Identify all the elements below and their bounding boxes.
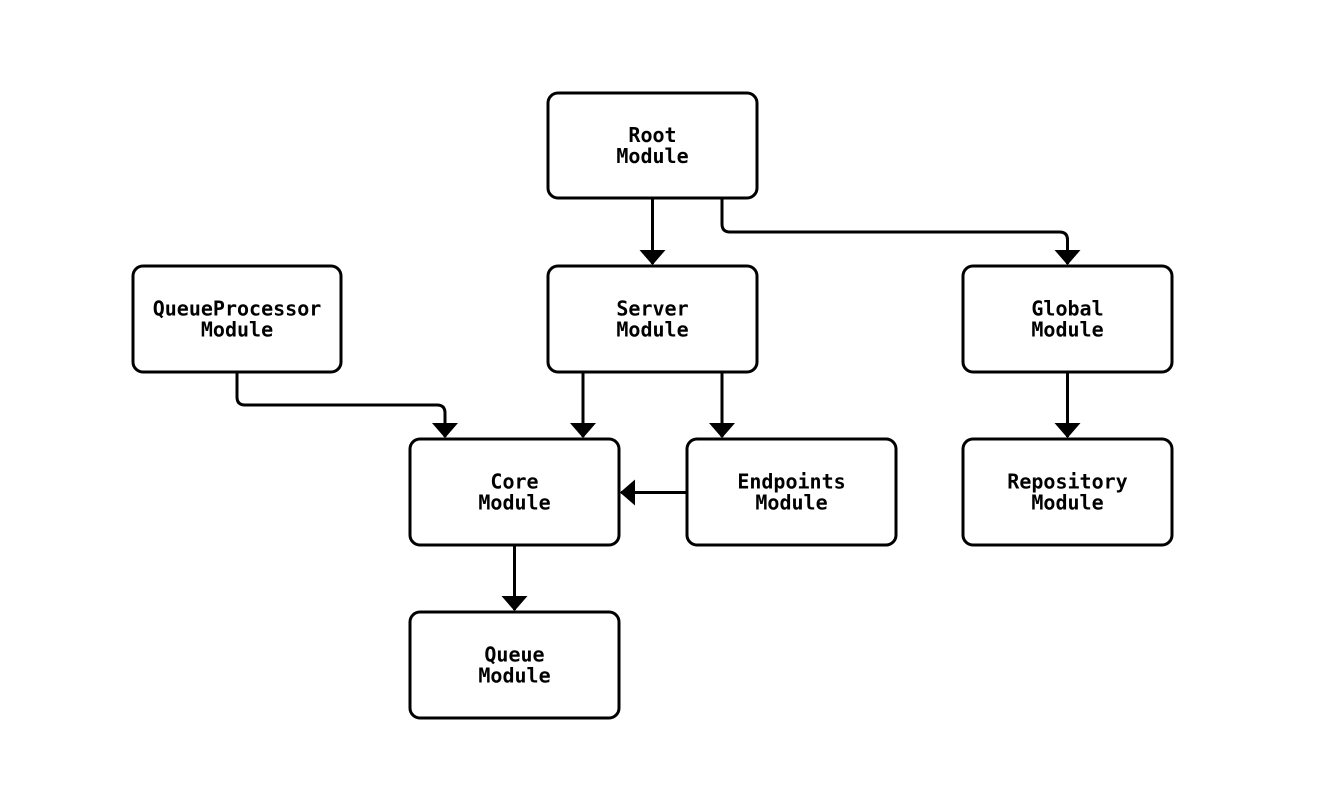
node-label: Module	[616, 144, 688, 168]
node-label: QueueProcessor	[153, 297, 322, 321]
node-label: Root	[628, 123, 676, 147]
node-label: Queue	[484, 643, 544, 667]
node-label: Module	[201, 318, 273, 342]
node-label: Global	[1031, 297, 1103, 321]
node-label: Module	[478, 664, 550, 688]
node-label: Module	[1031, 491, 1103, 515]
node-label: Core	[490, 470, 538, 494]
edge-root-to-global	[720, 198, 1081, 265]
node-label: Module	[755, 491, 827, 515]
node-label: Server	[616, 297, 688, 321]
node-label: Endpoints	[737, 470, 845, 494]
node-box	[961, 264, 1174, 374]
edge-queueprocessor-to-core	[235, 372, 458, 438]
node-box	[546, 91, 759, 200]
node-label: Repository	[1007, 470, 1127, 494]
node-box	[961, 437, 1174, 547]
node-box	[408, 437, 621, 547]
node-label: Module	[478, 491, 550, 515]
node-box	[685, 437, 898, 547]
node-label: Module	[1031, 318, 1103, 342]
node-box	[546, 264, 759, 374]
node-box	[408, 610, 621, 720]
node-box	[131, 264, 343, 374]
node-label: Module	[616, 318, 688, 342]
